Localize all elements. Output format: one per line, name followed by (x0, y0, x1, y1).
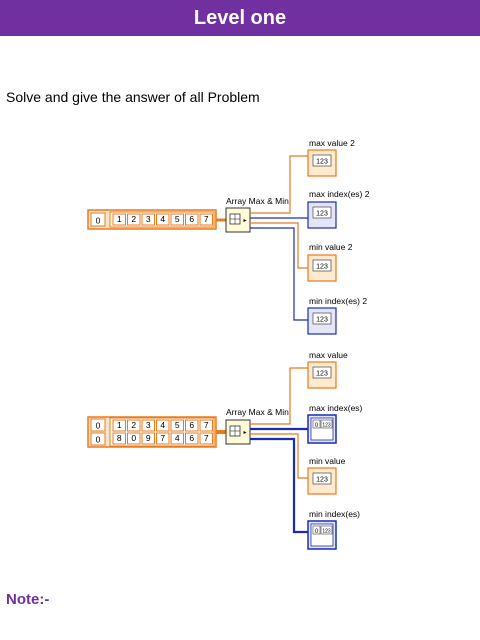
indicator-glyph: 123 (316, 477, 328, 484)
indicator-glyph: 123 (316, 159, 328, 166)
indicator-glyph: 123 (316, 371, 328, 378)
function-label: Array Max & Min (226, 196, 289, 206)
array-cell[interactable] (141, 432, 155, 445)
array-cell-value: 4 (175, 433, 180, 443)
array-cell[interactable] (185, 419, 199, 432)
svg-text:▸: ▸ (243, 430, 246, 436)
wire-max-value (250, 367, 308, 425)
array-cell[interactable] (112, 432, 126, 445)
indicator-label: max value 2 (309, 138, 355, 148)
array-cell-value: 5 (175, 214, 180, 224)
wire-min-index (250, 437, 308, 534)
wire-min-index (250, 227, 308, 321)
array-cell[interactable] (112, 419, 126, 432)
indicator-label: min value (309, 456, 346, 466)
indicator-label: max index(es) (309, 403, 363, 413)
array-cell-value: 0 (131, 433, 136, 443)
array-cell[interactable] (199, 213, 213, 226)
array-cell-value: 1 (117, 214, 122, 224)
array-max-min-node-2[interactable]: ▸ Array Max & Min (225, 407, 289, 445)
wire-min-value (250, 222, 308, 269)
array-cell-value: 6 (189, 433, 194, 443)
array-cell-value: 8 (117, 433, 122, 443)
row-index-1: 0 (96, 421, 101, 431)
array-cell[interactable] (170, 432, 184, 445)
max-index-indicator-1: max index(es) 2 123 (307, 189, 370, 229)
min-index-indicator-1: min index(es) 2 123 (307, 296, 367, 335)
indicator-glyph: 123 (322, 423, 331, 429)
indicator-label: max value (309, 350, 348, 360)
array-cell[interactable] (156, 213, 170, 226)
array-cell[interactable] (185, 213, 199, 226)
instruction-text: Solve and give the answer of all Problem (6, 89, 260, 105)
svg-text:▸: ▸ (243, 218, 246, 224)
array-cell-value: 1 (117, 420, 122, 430)
array-cell[interactable] (127, 432, 141, 445)
array-cell-value: 2 (131, 214, 136, 224)
array-cell[interactable] (170, 213, 184, 226)
array-cell[interactable] (170, 419, 184, 432)
indicator-label: min index(es) (309, 509, 360, 519)
array-cell[interactable] (141, 213, 155, 226)
array-cell-value: 6 (189, 420, 194, 430)
function-label: Array Max & Min (226, 407, 289, 417)
min-index-indicator-2: min index(es) 0 123 (307, 509, 360, 550)
note-label: Note:- (6, 591, 50, 608)
indicator-glyph: 123 (316, 264, 328, 271)
array-cell-value: 6 (189, 214, 194, 224)
array-cell-value: 7 (204, 433, 209, 443)
indicator-sub-index: 0 (315, 529, 319, 535)
array-cell[interactable] (185, 432, 199, 445)
wire-max-value (250, 155, 308, 214)
max-value-indicator-1: max value 2 123 (307, 138, 355, 177)
array-max-min-node-1[interactable]: ▸ Array Max & Min (225, 196, 289, 233)
array-cell[interactable] (156, 419, 170, 432)
row-index-2: 0 (96, 435, 101, 445)
indicator-glyph: 123 (322, 529, 331, 535)
page-title: Level one (193, 6, 287, 29)
indicator-label: min value 2 (309, 242, 353, 252)
indicator-glyph: 123 (316, 317, 328, 324)
array-cell-value: 3 (146, 420, 151, 430)
array-cell-value: 4 (160, 420, 165, 430)
array-cell-value: 4 (160, 214, 165, 224)
array-cell[interactable] (127, 419, 141, 432)
array-cell[interactable] (156, 432, 170, 445)
min-value-indicator-1: min value 2 123 (307, 242, 353, 282)
array-cell-value: 9 (146, 433, 151, 443)
array-cell[interactable] (127, 213, 141, 226)
array-cell-value: 3 (146, 214, 151, 224)
array-cell-value: 7 (160, 433, 165, 443)
indicator-sub-index: 0 (315, 423, 319, 429)
max-value-indicator-2: max value 123 (307, 350, 348, 389)
array-cell-value: 2 (131, 420, 136, 430)
array-cell-value: 5 (175, 420, 180, 430)
array-cell[interactable] (141, 419, 155, 432)
min-value-indicator-2: min value 123 (307, 456, 346, 495)
indicator-glyph: 123 (316, 211, 328, 218)
indicator-label: max index(es) 2 (309, 189, 370, 199)
array-cell[interactable] (199, 432, 213, 445)
array-index: 0 (96, 216, 101, 226)
array-cell-value: 7 (204, 214, 209, 224)
max-index-indicator-2: max index(es) 0 123 (307, 403, 363, 444)
array-cell[interactable] (112, 213, 126, 226)
title-banner: Level one (0, 0, 480, 36)
wire-min-value (250, 433, 308, 479)
indicator-label: min index(es) 2 (309, 296, 367, 306)
array-cell[interactable] (199, 419, 213, 432)
array-cell-value: 7 (204, 420, 209, 430)
